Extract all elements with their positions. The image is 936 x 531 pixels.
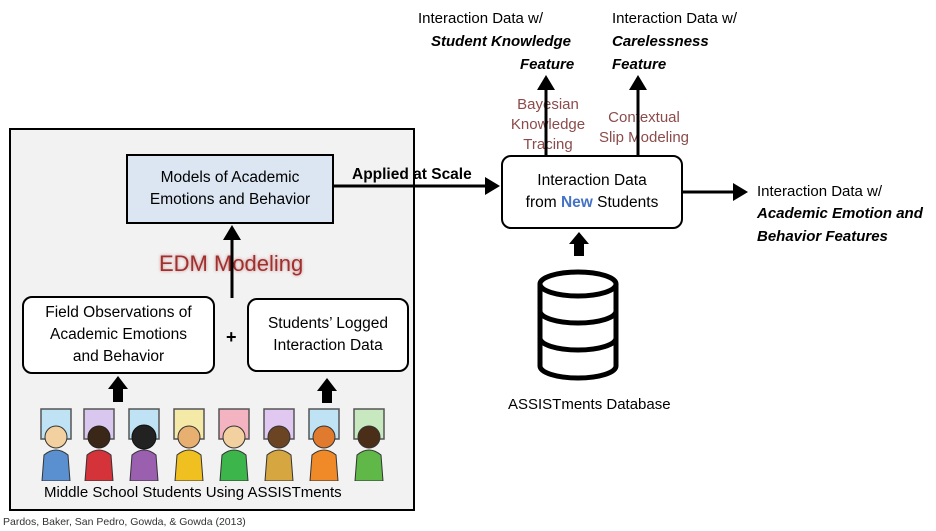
student-figure-6 [263, 408, 295, 481]
new-highlight: New [560, 194, 593, 211]
student-figure-5 [218, 408, 250, 481]
plus-sign: + [226, 327, 237, 347]
models-box-label: Models of Academic Emotions and Behavior [149, 169, 311, 208]
students-illustration [40, 408, 385, 481]
student-figure-8 [353, 408, 385, 481]
emotion-output-line2: Academic Emotion and [757, 205, 923, 222]
central-box-line1: Interaction Data [537, 172, 647, 189]
student-figure-2 [83, 408, 115, 481]
central-box-from: from [525, 194, 561, 211]
slip-method-label: Contextual Slip Modeling [598, 109, 690, 146]
applied-at-scale-label: Applied at Scale [352, 166, 472, 183]
database-label: ASSISTments Database [508, 396, 671, 413]
student-figure-3 [128, 408, 160, 481]
students-caption: Middle School Students Using ASSISTments [44, 484, 342, 501]
knowledge-output-line3: Feature [520, 56, 575, 73]
carelessness-output-line3: Feature [612, 56, 667, 73]
central-box-students: Students [592, 194, 659, 211]
logged-data-label: Students’ Logged Interaction Data [267, 315, 389, 354]
knowledge-output-line2: Student Knowledge [431, 33, 571, 50]
bkt-method-label: Bayesian Knowledge Tracing [510, 96, 586, 153]
students-up-arrow-left [108, 376, 128, 402]
central-box-line2: from New Students [526, 192, 659, 214]
logged-data-box: Students’ Logged Interaction Data [247, 298, 409, 372]
database-up-arrow [569, 232, 589, 256]
emotion-output-line1: Interaction Data w/ [757, 183, 883, 200]
database-icon [537, 269, 619, 381]
emotion-output-line3: Behavior Features [757, 228, 888, 245]
carelessness-output-line1: Interaction Data w/ [612, 10, 738, 27]
student-figure-4 [173, 408, 205, 481]
students-up-arrow-right [317, 378, 337, 403]
field-observations-label: Field Observations of Academic Emotions … [45, 304, 192, 365]
carelessness-output-line2: Carelessness [612, 33, 709, 50]
knowledge-output-line1: Interaction Data w/ [418, 10, 544, 27]
new-students-data-box: Interaction Data from New Students [501, 155, 683, 229]
citation: Pardos, Baker, San Pedro, Gowda, & Gowda… [3, 516, 246, 528]
student-figure-7 [308, 408, 340, 481]
field-observations-box: Field Observations of Academic Emotions … [22, 296, 215, 374]
student-figure-1 [40, 408, 72, 481]
models-box: Models of Academic Emotions and Behavior [126, 154, 334, 224]
